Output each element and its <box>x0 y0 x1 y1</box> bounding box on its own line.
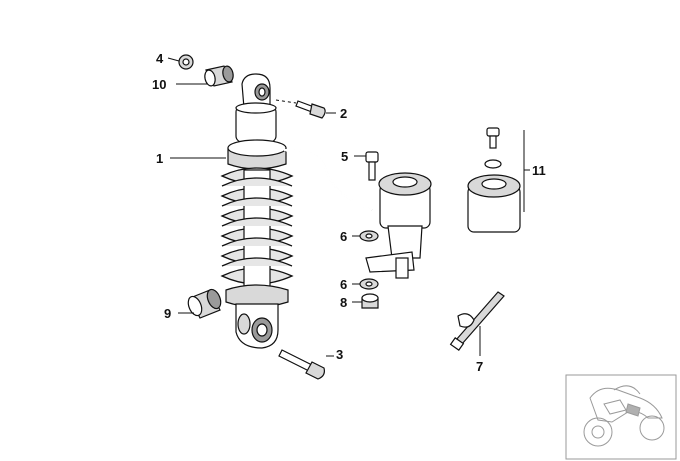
callout-4: 4 <box>156 51 164 66</box>
motorcycle-thumbnail <box>565 374 677 460</box>
callout-5: 5 <box>341 149 348 164</box>
part-10-bushing <box>204 65 234 87</box>
part-11-adjuster-kit <box>467 127 521 233</box>
part-6-washer-lower <box>359 278 379 290</box>
callout-6a: 6 <box>340 229 347 244</box>
callout-1: 1 <box>156 151 163 166</box>
part-8-nut <box>361 293 379 309</box>
part-2-bolt <box>295 100 326 119</box>
leader-2-dash <box>275 99 297 104</box>
motorcycle-icon <box>583 385 665 447</box>
preload-adjuster <box>365 172 432 279</box>
part-9-buffer <box>187 288 222 319</box>
callout-2: 2 <box>340 106 347 121</box>
callout-3: 3 <box>336 347 343 362</box>
part-5-screw <box>365 151 379 181</box>
callout-10: 10 <box>152 77 166 92</box>
leader-4 <box>167 57 180 62</box>
part-1-shock-absorber <box>220 73 294 349</box>
adjuster-hose <box>283 149 373 211</box>
callout-6b: 6 <box>340 277 347 292</box>
part-3-long-bolt <box>278 349 325 380</box>
part-4-nut <box>178 54 194 70</box>
callout-11: 11 <box>532 163 546 178</box>
callout-9: 9 <box>164 306 171 321</box>
callout-8: 8 <box>340 295 347 310</box>
part-7-cable-clamp <box>449 291 505 351</box>
callout-7: 7 <box>476 359 483 374</box>
part-6-washer-upper <box>359 230 379 242</box>
